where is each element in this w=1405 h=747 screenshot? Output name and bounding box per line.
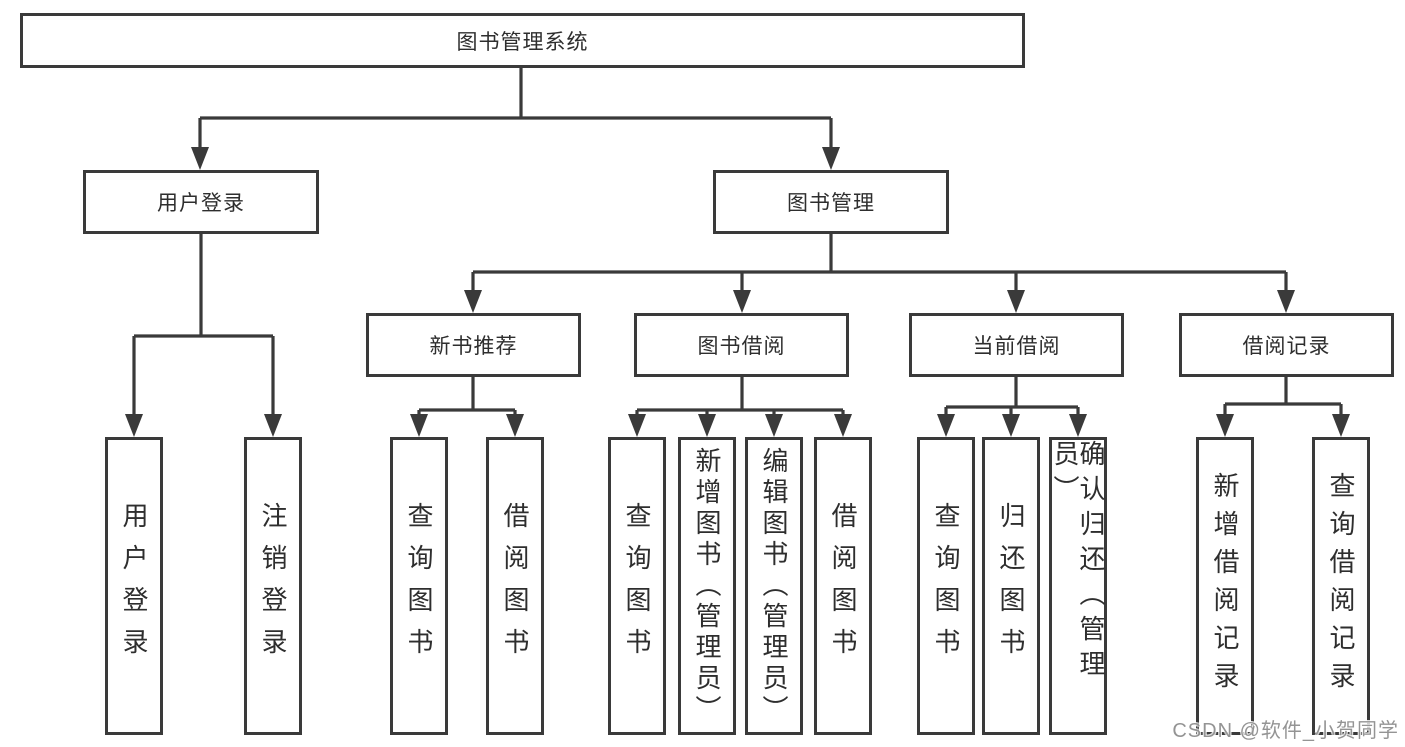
connector-current-borrow-to-leaves [937, 377, 1087, 437]
leaf-logout: 注销登录 [244, 437, 302, 735]
node-user-login: 用户登录 [83, 170, 319, 234]
csdn-watermark: CSDN @软件_小贺同学 [1172, 720, 1399, 742]
node-borrow-records: 借阅记录 [1179, 313, 1394, 377]
node-book-management: 图书管理 [713, 170, 949, 234]
node-root-system: 图书管理系统 [20, 13, 1025, 68]
leaf-add-book-admin-label: 新增图书（管理员） [692, 446, 722, 726]
leaf-confirm-return-admin-label: 确认归还（管理员） [1050, 440, 1106, 685]
leaf-user-login-label: 用户登录 [119, 502, 149, 670]
leaf-add-borrow-record: 新增借阅记录 [1196, 437, 1254, 735]
connector-book-borrow-to-leaves [628, 377, 852, 437]
leaf-confirm-return-admin: 确认归还（管理员） [1049, 437, 1107, 735]
leaf-add-book-admin: 新增图书（管理员） [678, 437, 736, 735]
leaf-borrow-book-recommend-label: 借阅图书 [500, 502, 530, 670]
leaf-query-book-current-label: 查询图书 [931, 502, 961, 670]
leaf-borrow-book: 借阅图书 [814, 437, 872, 735]
leaf-add-borrow-record-label: 新增借阅记录 [1210, 472, 1240, 700]
leaf-query-book-recommend-label: 查询图书 [404, 502, 434, 670]
leaf-return-book: 归还图书 [982, 437, 1040, 735]
leaf-query-book-current: 查询图书 [917, 437, 975, 735]
leaf-edit-book-admin-label: 编辑图书（管理员） [759, 446, 789, 726]
connector-root-to-level2 [191, 68, 840, 170]
node-new-book-recommend: 新书推荐 [366, 313, 581, 377]
connector-user-login-to-leaves [125, 234, 282, 437]
leaf-user-login: 用户登录 [105, 437, 163, 735]
connector-book-mgmt-to-level3 [464, 234, 1295, 313]
leaf-return-book-label: 归还图书 [996, 502, 1026, 670]
connector-new-book-rec-to-leaves [410, 377, 524, 437]
leaf-borrow-book-label: 借阅图书 [828, 502, 858, 670]
leaf-borrow-book-recommend: 借阅图书 [486, 437, 544, 735]
node-current-borrow: 当前借阅 [909, 313, 1124, 377]
connector-borrow-records-to-leaves [1216, 377, 1350, 437]
leaf-query-borrow-record-label: 查询借阅记录 [1326, 472, 1356, 700]
leaf-logout-label: 注销登录 [258, 502, 288, 670]
leaf-edit-book-admin: 编辑图书（管理员） [745, 437, 803, 735]
leaf-query-book-recommend: 查询图书 [390, 437, 448, 735]
leaf-query-book-borrow: 查询图书 [608, 437, 666, 735]
node-book-borrow: 图书借阅 [634, 313, 849, 377]
leaf-query-book-borrow-label: 查询图书 [622, 502, 652, 670]
leaf-query-borrow-record: 查询借阅记录 [1312, 437, 1370, 735]
